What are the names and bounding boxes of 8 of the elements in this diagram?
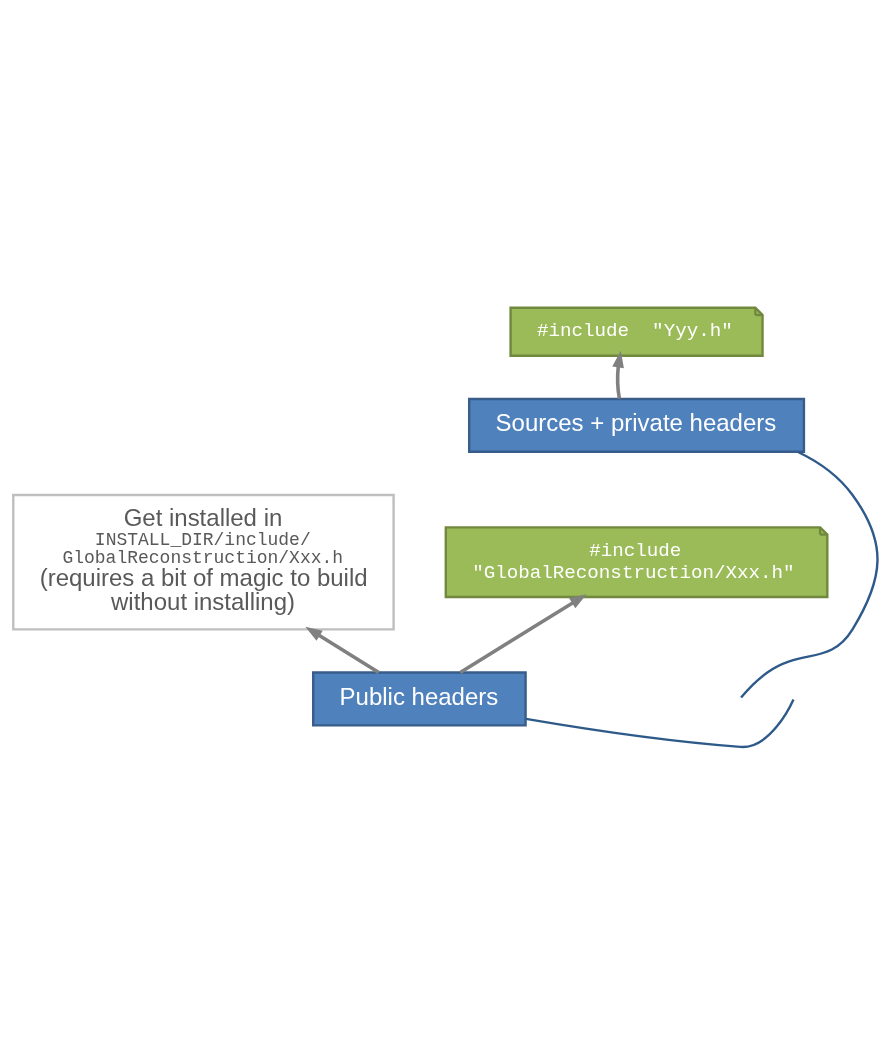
node-box: Public headers	[312, 670, 527, 727]
node-box: Get installed in INSTALL_DIR/include/ GlobalReconstruction/Xxx.h (requires a bit of magic to build without installing)	[12, 493, 395, 631]
arrow	[612, 350, 624, 399]
connector	[740, 450, 879, 698]
connector	[525, 698, 795, 748]
node-box: Sources + private headers	[468, 397, 806, 453]
arrow	[459, 593, 587, 674]
arrow	[305, 626, 380, 674]
